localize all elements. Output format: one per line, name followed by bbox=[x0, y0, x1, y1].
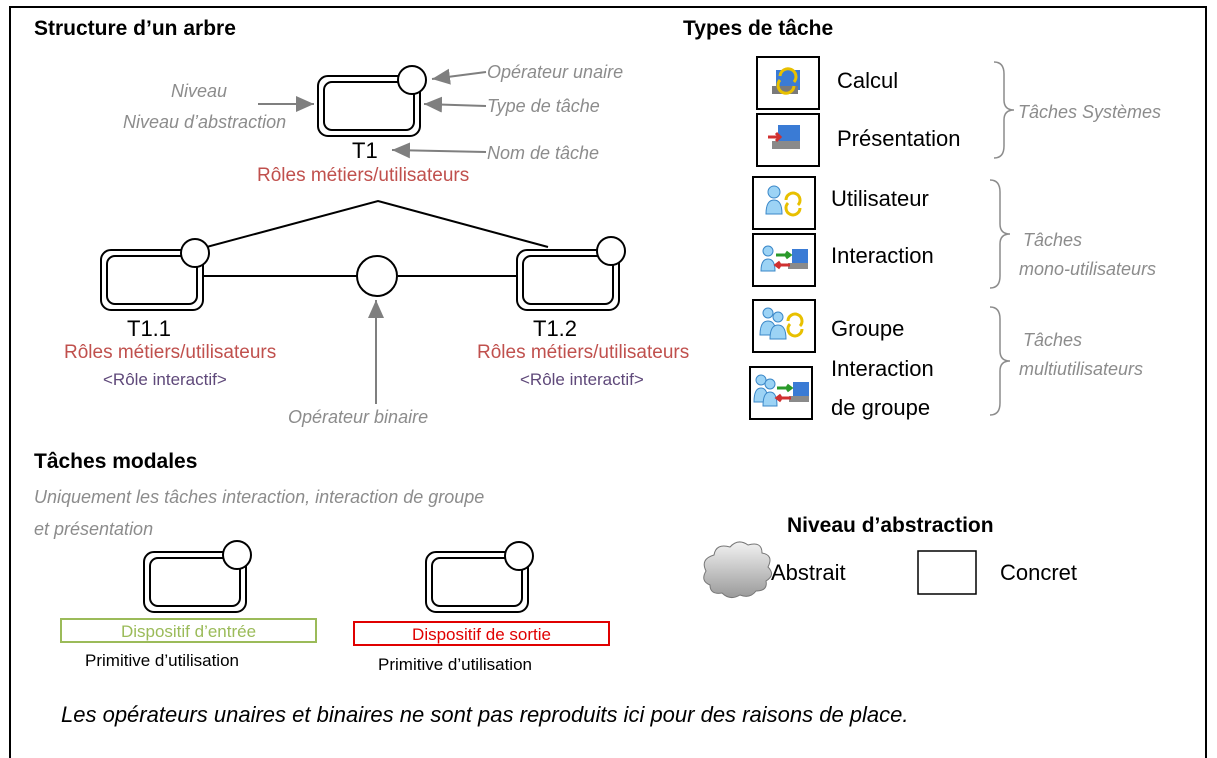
concrete-box-icon bbox=[917, 550, 977, 595]
task-type-brackets bbox=[989, 61, 1015, 416]
abstraction-heading: Niveau d’abstraction bbox=[787, 514, 994, 537]
structure-heading: Structure d’un arbre bbox=[34, 17, 236, 40]
task-roles-t1: Rôles métiers/utilisateurs bbox=[257, 165, 470, 186]
task-type-label-interaction-groupe-1: Interaction bbox=[831, 356, 934, 381]
group-interaction-icon bbox=[749, 366, 813, 420]
diagram-frame bbox=[9, 6, 1207, 758]
annotation-task-type: Type de tâche bbox=[487, 96, 600, 116]
interactive-role-t1-1: <Rôle interactif> bbox=[103, 370, 227, 389]
task-name-t1-1: T1.1 bbox=[127, 316, 172, 341]
task-type-label-presentation: Présentation bbox=[837, 126, 961, 151]
task-shape-t1-1 bbox=[100, 238, 210, 311]
annotation-task-name: Nom de tâche bbox=[487, 143, 600, 163]
task-type-label-groupe: Groupe bbox=[831, 316, 905, 341]
task-type-label-interaction-groupe-2: de groupe bbox=[831, 395, 931, 420]
abstract-cloud-icon bbox=[703, 541, 772, 599]
annotation-unary-operator: Opérateur unaire bbox=[487, 62, 624, 82]
group-label-mono-line2: mono-utilisateurs bbox=[1019, 259, 1157, 279]
task-types-heading: Types de tâche bbox=[683, 17, 834, 40]
task-type-label-utilisateur: Utilisateur bbox=[831, 186, 929, 211]
modal-task-output-shape bbox=[425, 541, 534, 613]
task-type-label-interaction: Interaction bbox=[831, 243, 934, 268]
primitive-left: Primitive d’utilisation bbox=[85, 651, 239, 670]
annotation-binary-operator: Opérateur binaire bbox=[288, 407, 429, 427]
modal-heading: Tâches modales bbox=[34, 450, 198, 473]
unary-operator-t1 bbox=[397, 65, 427, 95]
annotation-arrows bbox=[258, 68, 487, 404]
annotation-niveau: Niveau bbox=[171, 81, 228, 101]
input-device-box: Dispositif d’entrée bbox=[60, 618, 317, 643]
group-task-icon bbox=[752, 299, 816, 353]
annotation-abstraction: Niveau d’abstraction bbox=[123, 112, 287, 132]
primitive-right: Primitive d’utilisation bbox=[378, 655, 532, 674]
task-roles-t1-1: Rôles métiers/utilisateurs bbox=[64, 342, 277, 363]
group-label-multi-line1: Tâches bbox=[1023, 330, 1083, 350]
group-label-systemes: Tâches Systèmes bbox=[1018, 102, 1162, 122]
modal-task-input-shape bbox=[143, 540, 252, 613]
abstraction-concrete-label: Concret bbox=[1000, 560, 1078, 585]
task-name-t1: T1 bbox=[352, 138, 378, 163]
binary-operator bbox=[356, 255, 398, 297]
task-shape-t1 bbox=[317, 65, 427, 137]
tree-edges bbox=[187, 199, 549, 277]
task-shape-t1-2 bbox=[516, 236, 626, 311]
output-device-box: Dispositif de sortie bbox=[353, 621, 610, 646]
interactive-role-t1-2: <Rôle interactif> bbox=[520, 370, 644, 389]
unary-operator-t1-2 bbox=[596, 236, 626, 266]
modal-note-line2: et présentation bbox=[34, 519, 154, 539]
abstraction-abstract-label: Abstrait bbox=[771, 560, 846, 585]
presentation-icon bbox=[756, 113, 820, 167]
user-task-icon bbox=[752, 176, 816, 230]
unary-operator-t1-1 bbox=[180, 238, 210, 268]
group-label-multi-line2: multiutilisateurs bbox=[1019, 359, 1144, 379]
modal-note-line1: Uniquement les tâches interaction, inter… bbox=[34, 487, 485, 507]
calculation-icon bbox=[756, 56, 820, 110]
interaction-icon bbox=[752, 233, 816, 287]
task-type-label-calcul: Calcul bbox=[837, 68, 899, 93]
task-roles-t1-2: Rôles métiers/utilisateurs bbox=[477, 342, 690, 363]
task-name-t1-2: T1.2 bbox=[533, 316, 578, 341]
footer-note: Les opérateurs unaires et binaires ne so… bbox=[61, 702, 909, 727]
group-label-mono-line1: Tâches bbox=[1023, 230, 1083, 250]
